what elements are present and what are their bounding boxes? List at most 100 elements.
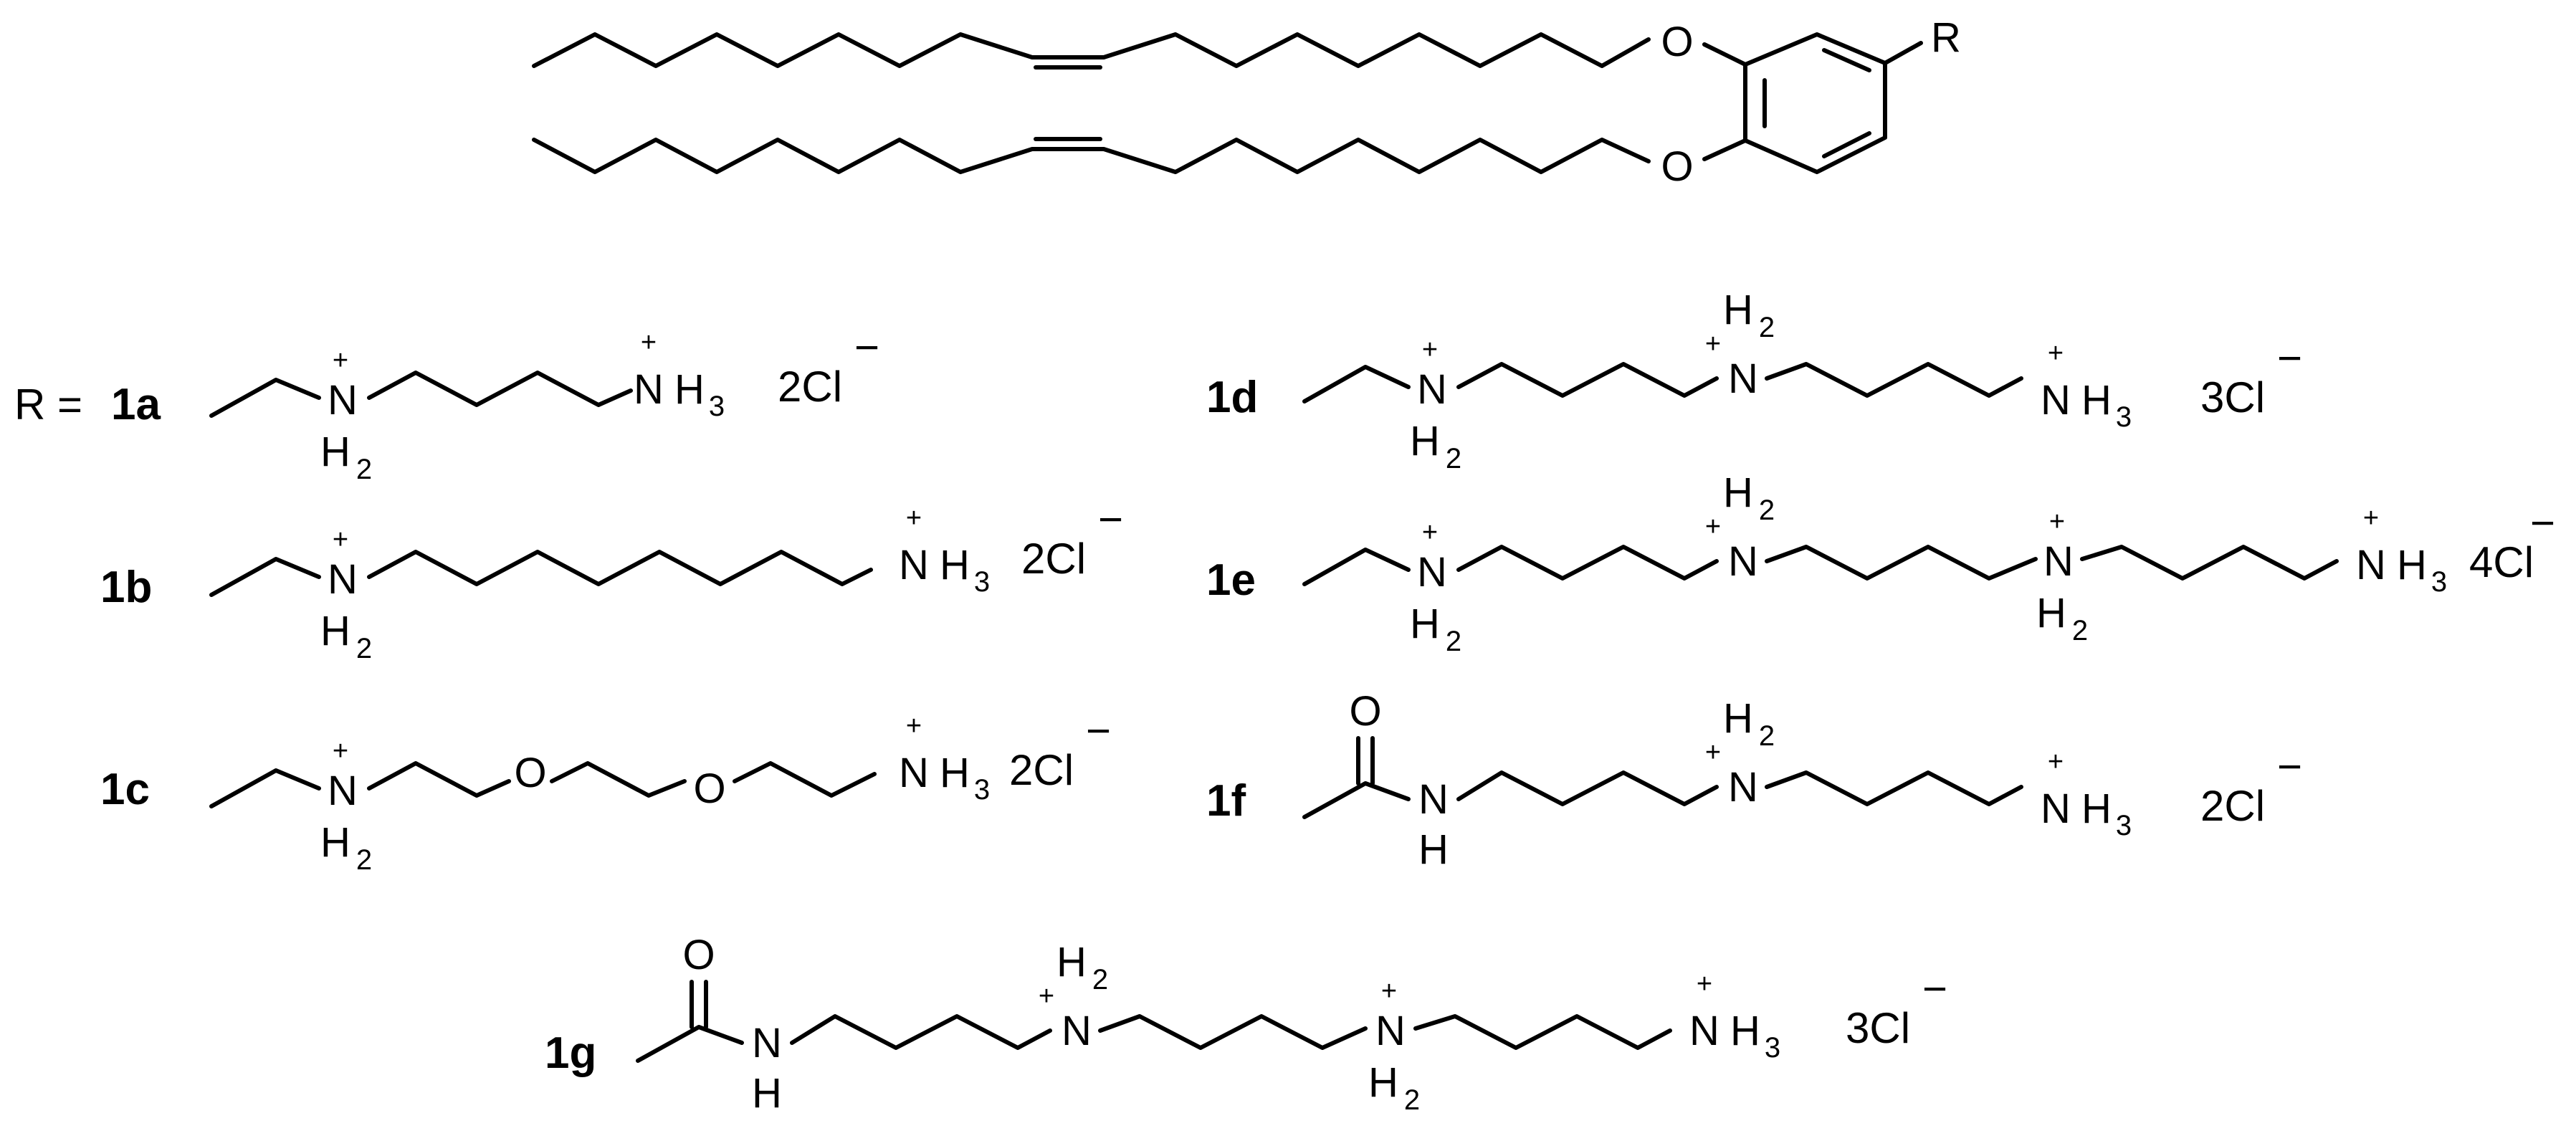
compound-1d: 1d N + H 2 H 2 + N N + H 3 3Cl − [1206,287,2302,474]
svg-text:+: + [333,345,348,376]
counterion: 2Cl [778,363,842,411]
svg-text:H: H [752,1070,782,1117]
svg-text:N: N [1417,366,1447,413]
ether-oxygen: O [693,765,725,812]
svg-text:+: + [333,736,348,766]
svg-text:−: − [1086,707,1111,755]
svg-text:2: 2 [1759,312,1775,343]
svg-text:+: + [2363,503,2379,533]
svg-text:+: + [906,711,922,741]
svg-text:+: + [641,328,657,358]
svg-text:+: + [333,525,348,555]
r-equals-prefix: R = [14,381,82,429]
svg-text:+: + [1705,329,1721,359]
svg-text:+: + [1422,335,1438,365]
svg-text:H: H [320,429,350,475]
svg-text:N: N [2356,542,2386,588]
counterion: 4Cl [2469,538,2534,586]
svg-text:N: N [328,768,358,814]
svg-text:−: − [854,323,879,371]
svg-text:H: H [940,542,970,588]
svg-text:H: H [1368,1059,1398,1106]
svg-text:+: + [2049,507,2065,537]
svg-text:−: − [1922,965,1947,1013]
svg-text:H: H [1723,287,1753,333]
svg-text:N: N [1417,549,1447,596]
svg-text:3: 3 [974,774,990,806]
svg-text:−: − [2530,499,2555,547]
scaffold-oxygen-bottom: O [1661,143,1693,190]
amide-nitrogen: N [752,1020,782,1066]
compound-label: 1b [100,563,152,612]
svg-text:H: H [940,750,970,796]
svg-text:+: + [1422,517,1438,548]
svg-text:N: N [899,750,929,796]
scaffold-oxygen-top: O [1661,19,1693,65]
svg-text:3: 3 [2116,810,2132,841]
ether-oxygen: O [514,750,546,796]
svg-text:−: − [2277,742,2302,791]
svg-text:2: 2 [1759,720,1775,752]
svg-text:H: H [1723,695,1753,742]
svg-text:H: H [1410,418,1440,464]
svg-text:2: 2 [356,454,372,485]
svg-text:+: + [2048,338,2064,368]
svg-text:H: H [1723,469,1753,516]
svg-text:2: 2 [1759,495,1775,526]
svg-text:3: 3 [2431,566,2447,598]
svg-text:N: N [1375,1008,1406,1054]
counterion: 2Cl [2200,782,2265,830]
compound-1f: 1f O N H H 2 + N N + H 3 2Cl − [1206,688,2302,873]
svg-text:H: H [2081,377,2112,424]
svg-text:2: 2 [1446,443,1461,474]
compound-label: 1c [100,765,150,814]
svg-text:H: H [2036,590,2066,636]
svg-text:N: N [1728,538,1758,585]
r-group-label: R [1931,14,1961,61]
compound-1g: 1g O N H H 2 + N N + H 2 N + H 3 3Cl − [545,932,1947,1117]
compound-label: 1e [1206,555,1256,605]
svg-text:2: 2 [1404,1084,1420,1116]
svg-text:+: + [2048,747,2064,777]
svg-text:H: H [320,819,350,866]
svg-text:N: N [1689,1008,1719,1054]
compound-label: 1f [1206,776,1246,826]
svg-text:H: H [2397,542,2427,588]
compound-label: 1a [111,380,161,429]
svg-text:3: 3 [709,391,725,422]
counterion: 2Cl [1021,535,1086,583]
svg-text:N: N [899,542,929,588]
nh2-plus: N [328,377,358,424]
svg-text:N: N [2041,377,2071,424]
carbonyl-oxygen: O [1349,688,1381,735]
upper-alkyl-chain [532,32,1651,68]
counterion: 3Cl [2200,373,2265,421]
scaffold-structure: O O R [532,14,1961,190]
svg-text:+: + [906,503,922,533]
svg-text:2: 2 [356,844,372,876]
svg-text:+: + [1381,976,1397,1006]
compound-1b: 1b N + H 2 N + H 3 2Cl − [100,495,1123,664]
benzene-ring [1743,32,1887,174]
svg-text:N: N [2043,538,2074,585]
compound-label: 1d [1206,373,1258,422]
counterion: 3Cl [1846,1004,1910,1052]
compound-1c: 1c N + H 2 O O N + H 3 2Cl − [100,707,1111,876]
svg-text:+: + [1039,981,1054,1011]
svg-text:2: 2 [1092,964,1108,995]
counterion: 2Cl [1009,746,1074,794]
svg-text:−: − [2277,334,2302,382]
compound-1e: 1e N + H 2 H 2 + N N + H 2 N + H 3 4Cl − [1206,469,2555,657]
compound-1a: 1a N + H 2 N + H 3 2Cl − [111,323,879,485]
svg-text:3: 3 [2116,401,2132,433]
compound-label: 1g [545,1028,596,1078]
carbonyl-oxygen: O [682,932,715,978]
svg-text:2: 2 [356,633,372,664]
svg-text:N: N [2041,786,2071,832]
svg-text:H: H [1418,826,1449,873]
svg-text:H: H [1730,1008,1760,1054]
svg-text:H: H [674,366,705,413]
svg-text:H: H [2081,786,2112,832]
amide-nitrogen: N [1418,776,1449,823]
